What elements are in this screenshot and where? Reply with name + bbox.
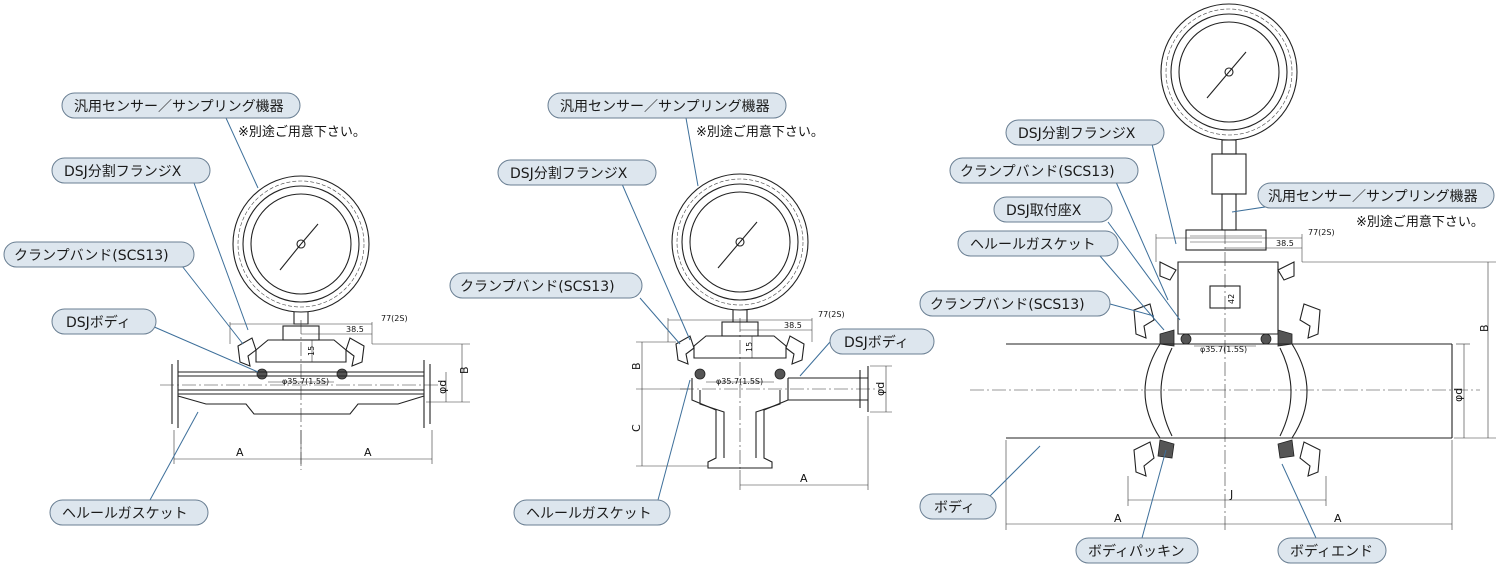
- svg-text:ボディエンド: ボディエンド: [1290, 543, 1373, 560]
- svg-text:ヘルールガスケット: ヘルールガスケット: [62, 506, 188, 522]
- dim-A-right: A: [364, 446, 372, 459]
- dim-15: 15: [745, 342, 754, 352]
- dim-C: C: [630, 424, 643, 432]
- dim-77: 77(2S): [1308, 228, 1335, 237]
- label-sensor-2: 汎用センサー／サンプリング機器: [547, 92, 787, 119]
- label-clamp-2: クランプバンド(SCS13): [449, 272, 643, 299]
- flange-assembly: [667, 318, 813, 383]
- dim-J: J: [1229, 488, 1233, 501]
- dim-38: 38.5: [1276, 239, 1294, 248]
- dim-38: 38.5: [784, 321, 802, 330]
- dsj-body: [160, 360, 445, 428]
- svg-text:ボディ: ボディ: [934, 499, 975, 516]
- label-gasket-2: ヘルールガスケット: [513, 499, 671, 526]
- dimensions-1: [173, 343, 470, 464]
- label-clamp-3b: クランプバンド(SCS13): [919, 290, 1111, 317]
- dim-B: B: [458, 366, 471, 374]
- flange-assembly: [1133, 229, 1321, 347]
- dim-38: 38.5: [346, 325, 364, 334]
- dim-A-right: A: [1334, 512, 1342, 525]
- body-pipe: [970, 343, 1480, 477]
- dim-phi: φ35.7(1.5S): [282, 377, 329, 386]
- figure-1: 77(2S) 38.5 15 φ35.7(1.5S) B φd A A 汎用セン…: [3, 92, 471, 526]
- dim-phid: φd: [1452, 388, 1465, 402]
- svg-text:クランプバンド(SCS13): クランプバンド(SCS13): [14, 248, 169, 264]
- label-end-3: ボディエンド: [1277, 537, 1387, 564]
- dim-A-left: A: [236, 446, 244, 459]
- dsj-body: [680, 366, 880, 469]
- dim-B: B: [630, 362, 643, 370]
- svg-text:クランプバンド(SCS13): クランプバンド(SCS13): [960, 164, 1115, 180]
- label-mount-3: DSJ取付座X: [993, 196, 1113, 223]
- svg-text:DSJ分割フランジX: DSJ分割フランジX: [510, 165, 628, 182]
- svg-text:DSJボディ: DSJボディ: [844, 334, 909, 351]
- dim-phid: φd: [436, 380, 449, 394]
- dim-A: A: [800, 472, 808, 485]
- pressure-gauge: [1160, 3, 1298, 231]
- note-1: ※別途ご用意下さい。: [238, 124, 366, 140]
- svg-text:ヘルールガスケット: ヘルールガスケット: [970, 237, 1096, 253]
- svg-text:クランプバンド(SCS13): クランプバンド(SCS13): [460, 279, 615, 295]
- dim-42: 42: [1227, 294, 1236, 304]
- label-body-2: DSJボディ: [829, 328, 935, 355]
- svg-text:汎用センサー／サンプリング機器: 汎用センサー／サンプリング機器: [560, 99, 770, 115]
- svg-text:汎用センサー／サンプリング機器: 汎用センサー／サンプリング機器: [74, 99, 284, 115]
- label-sensor-3: 汎用センサー／サンプリング機器: [1257, 182, 1495, 209]
- label-flange-2: DSJ分割フランジX: [497, 159, 657, 186]
- svg-text:DSJ取付座X: DSJ取付座X: [1006, 203, 1082, 219]
- dim-phi: φ35.7(1.5S): [716, 377, 763, 386]
- svg-text:DSJボディ: DSJボディ: [66, 314, 131, 331]
- svg-text:ボディパッキン: ボディパッキン: [1088, 543, 1185, 560]
- label-gasket-1: ヘルールガスケット: [49, 499, 209, 526]
- svg-text:クランプバンド(SCS13): クランプバンド(SCS13): [930, 297, 1085, 313]
- svg-text:DSJ分割フランジX: DSJ分割フランジX: [64, 163, 182, 180]
- svg-text:DSJ分割フランジX: DSJ分割フランジX: [1018, 125, 1136, 142]
- dim-B: B: [1478, 324, 1491, 332]
- dim-77: 77(2S): [818, 310, 845, 319]
- dim-15: 15: [307, 346, 316, 356]
- label-gasket-3: ヘルールガスケット: [957, 230, 1119, 257]
- note-2: ※別途ご用意下さい。: [696, 124, 824, 140]
- label-sensor-1: 汎用センサー／サンプリング機器: [61, 92, 301, 119]
- dim-phi: φ35.7(1.5S): [1200, 345, 1247, 354]
- label-body-3: ボディ: [919, 493, 997, 520]
- dim-phid: φd: [874, 382, 887, 396]
- dimensions-2: [636, 341, 892, 490]
- svg-text:汎用センサー／サンプリング機器: 汎用センサー／サンプリング機器: [1268, 189, 1478, 205]
- figure-2: 77(2S) 38.5 15 φ35.7(1.5S) B C φd A 汎用セン…: [449, 92, 935, 526]
- label-flange-3: DSJ分割フランジX: [1005, 119, 1165, 146]
- pressure-gauge: [671, 173, 809, 323]
- pressure-gauge: [232, 175, 370, 325]
- label-flange-1: DSJ分割フランジX: [51, 157, 211, 184]
- label-packing-3: ボディパッキン: [1075, 537, 1199, 564]
- dim-A-left: A: [1114, 512, 1122, 525]
- label-clamp-1: クランプバンド(SCS13): [3, 241, 195, 268]
- dimensions-3: [1005, 261, 1496, 530]
- figure-3: 77(2S) 38.5 42 φ35.7(1.5S) B φd J A A DS…: [919, 3, 1496, 564]
- label-body-1: DSJボディ: [51, 308, 157, 335]
- svg-text:ヘルールガスケット: ヘルールガスケット: [526, 506, 652, 522]
- note-3: ※別途ご用意下さい。: [1356, 214, 1484, 230]
- dim-77: 77(2S): [381, 314, 408, 323]
- label-clamp-3a: クランプバンド(SCS13): [949, 157, 1139, 184]
